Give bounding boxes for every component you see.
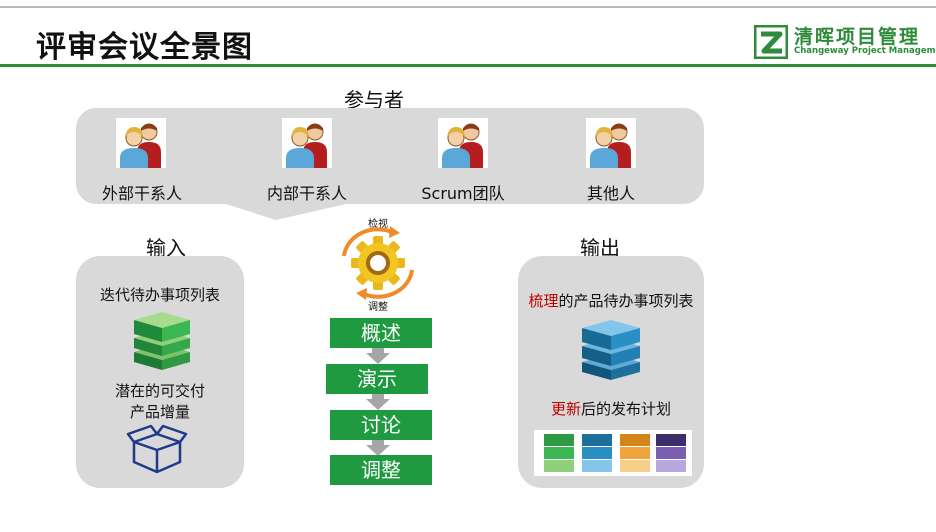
logo-name-cn: 清晖项目管理 <box>794 26 921 48</box>
logo-mark-icon <box>754 25 788 59</box>
participant-label: 外部干系人 <box>101 184 182 203</box>
release-stacks-icon <box>544 434 686 472</box>
people-icon <box>586 118 636 168</box>
output-item-backlog: 梳理的产品待办事项列表 <box>518 290 704 311</box>
step-discussion: 讨论 <box>330 410 432 440</box>
people-icon <box>282 118 332 168</box>
gear-cycle-icon <box>342 226 414 300</box>
step-adjust: 调整 <box>330 455 432 485</box>
participant-group <box>438 118 488 172</box>
output-highlight-refined: 梳理 <box>528 292 559 310</box>
participant-label: 其他人 <box>586 184 635 203</box>
company-logo: 清晖项目管理 Changeway Project Management <box>754 22 936 62</box>
output-item-release-plan: 更新后的发布计划 <box>518 398 704 419</box>
input-item-increment-line2: 产品增量 <box>129 403 190 421</box>
participant-group <box>282 118 332 172</box>
step-overview: 概述 <box>330 318 432 348</box>
logo-name-en: Changeway Project Management <box>794 46 936 56</box>
participant-group <box>116 118 166 172</box>
top-rule <box>0 6 936 8</box>
input-item-increment-line1: 潜在的可交付 <box>114 382 205 400</box>
participants-band <box>76 108 704 220</box>
cycle-bottom-label: 调整 <box>368 302 388 313</box>
output-item-release-plan-text: 后的发布计划 <box>581 400 672 418</box>
input-item-backlog: 迭代待办事项列表 <box>99 286 220 304</box>
box-icon <box>126 424 188 474</box>
participant-label: 内部干系人 <box>266 184 347 203</box>
blue-stack-icon <box>582 320 640 380</box>
step-demo: 演示 <box>326 364 428 394</box>
participant-label: Scrum团队 <box>421 184 505 203</box>
step-arrows <box>366 346 390 456</box>
release-plan-visual <box>534 430 692 476</box>
people-icon <box>116 118 166 168</box>
output-item-backlog-text: 的产品待办事项列表 <box>558 292 694 310</box>
cycle-top-label: 检视 <box>368 219 388 230</box>
page-title: 评审会议全景图 <box>36 30 253 65</box>
people-icon <box>438 118 488 168</box>
participant-group <box>586 118 636 172</box>
title-underline <box>0 64 936 67</box>
green-stack-icon <box>134 312 190 370</box>
output-highlight-updated: 更新 <box>550 400 581 418</box>
